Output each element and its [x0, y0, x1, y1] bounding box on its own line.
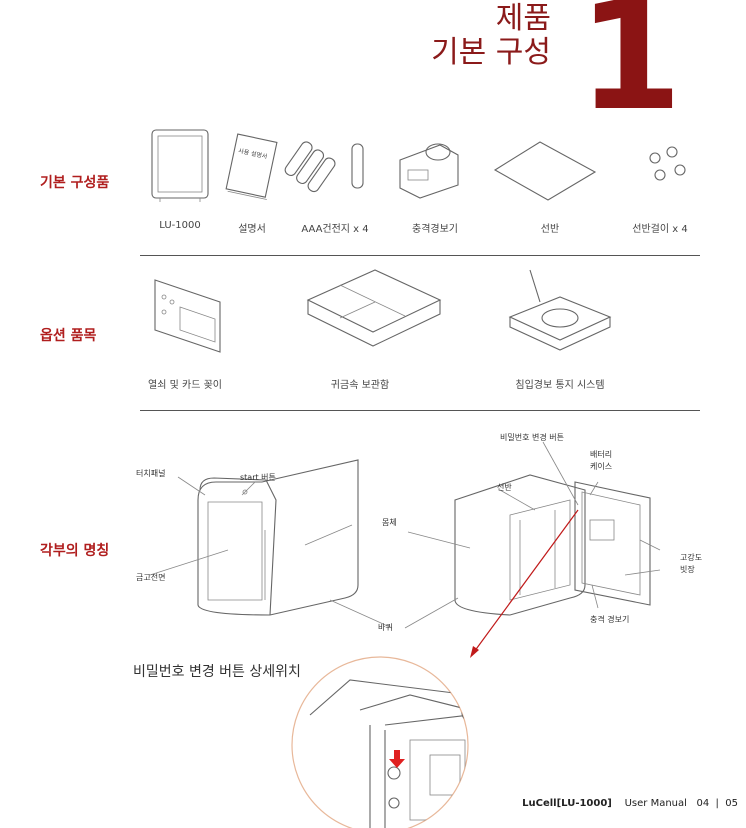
safe-illustration	[151, 129, 209, 202]
basic-item-caption: 선반	[540, 224, 560, 235]
callout-bolt: 빗장	[680, 565, 695, 574]
shelf-illustration	[493, 141, 597, 201]
batteries-illustration	[284, 141, 364, 193]
callout-shock-alarm: 충격 경보기	[590, 615, 630, 624]
manual-cover-text: 사용 설명서	[238, 147, 269, 161]
chapter-title: 제품 기본 구성	[431, 2, 551, 70]
callout-start-button: start 버튼	[240, 473, 276, 482]
basic-item-caption: 설명서	[238, 224, 266, 235]
chapter-title-line1: 제품	[495, 1, 551, 36]
footer-manual: User Manual	[624, 798, 687, 809]
detail-title: 비밀번호 변경 버튼 상세위치	[133, 664, 301, 680]
option-item-caption: 귀금속 보관함	[330, 380, 390, 391]
parts-diagram	[149, 441, 661, 658]
detail-zoom-illustration	[291, 656, 469, 828]
page-footer: LuCell[LU-1000] User Manual 04 | 05	[522, 798, 738, 809]
callout-body: 몸체	[382, 518, 397, 527]
callout-front: 금고전면	[136, 573, 166, 582]
footer-pages: 04 | 05	[696, 798, 738, 809]
shock-alarm-illustration	[399, 143, 459, 199]
jewelry-box-illustration	[306, 269, 442, 347]
footer-brand: LuCell[LU-1000]	[522, 798, 612, 809]
callout-battery-case: 배터리 케이스	[590, 450, 613, 471]
divider-options	[140, 410, 700, 411]
key-card-holder-illustration	[154, 279, 221, 353]
basic-items-illustrations: 사용 설명서	[151, 129, 686, 202]
callout-wheel: 바퀴	[378, 623, 393, 632]
intrusion-alarm-illustration	[508, 269, 612, 351]
basic-item-caption: AAA건전지 x 4	[301, 224, 369, 235]
basic-item-caption: 충격경보기	[412, 224, 458, 235]
section-label-options: 옵션 품목	[40, 328, 97, 344]
option-items-illustrations	[154, 269, 612, 353]
section-label-basic: 기본 구성품	[40, 175, 110, 191]
divider-basic	[140, 255, 700, 256]
shelf-hangers-illustration	[649, 146, 686, 181]
callout-shelf: 선반	[497, 483, 512, 492]
option-item-caption: 침입경보 통지 시스템	[515, 380, 605, 391]
chapter-title-line2: 기본 구성	[431, 35, 551, 70]
callout-leader-lines	[149, 441, 661, 629]
callout-touch-panel: 터치패널	[136, 469, 166, 478]
manual-illustration: 사용 설명서	[225, 133, 278, 200]
open-safe-illustration	[454, 474, 651, 616]
closed-safe-illustration	[197, 459, 359, 616]
detail-pointer-arrow	[470, 509, 579, 658]
option-item-caption: 열쇠 및 카드 꽂이	[148, 380, 222, 391]
chapter-number: 1	[578, 0, 682, 144]
section-label-parts: 각부의 명칭	[40, 543, 110, 559]
callout-password-button: 비밀번호 변경 버튼	[500, 433, 564, 442]
callout-high-strength: 고강도	[680, 553, 703, 562]
basic-item-caption: 선반걸이 x 4	[632, 224, 688, 235]
basic-item-caption: LU-1000	[159, 220, 201, 231]
